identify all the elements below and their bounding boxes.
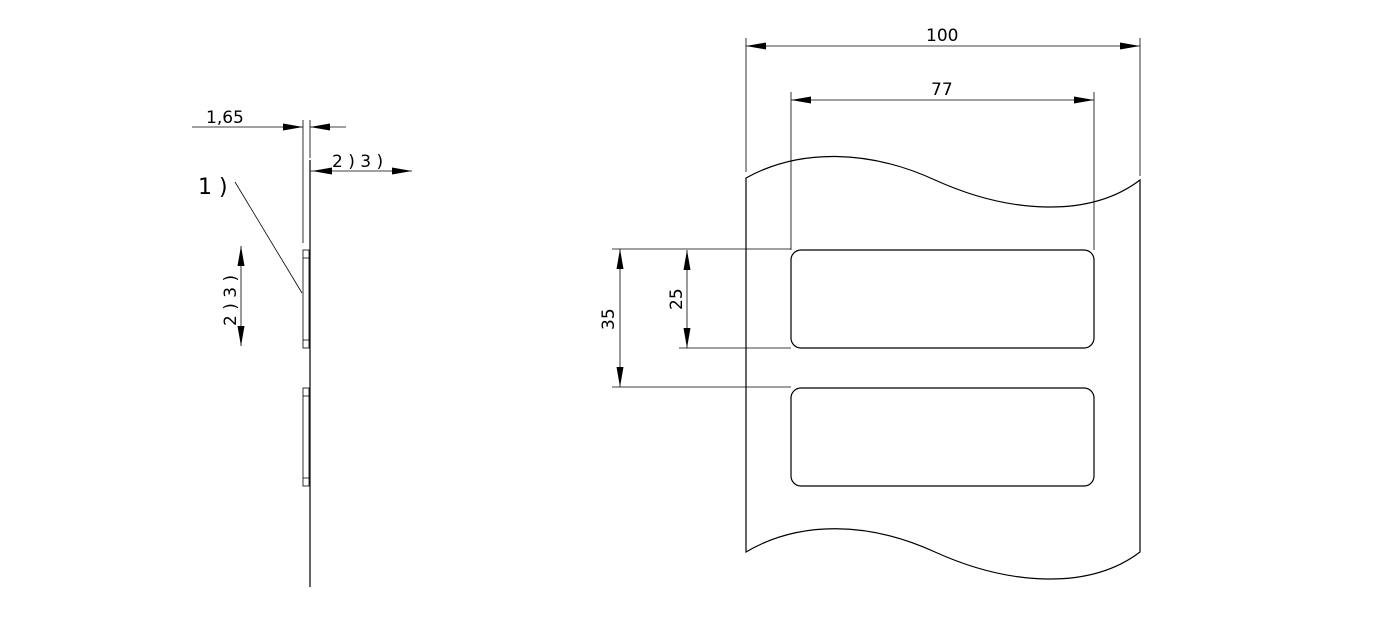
label-profile-upper — [302, 249, 310, 349]
label-lower — [790, 387, 1095, 487]
label-profile-lower — [302, 387, 310, 487]
front-view: 100 77 35 25 — [599, 26, 1141, 580]
thickness-label: 1,65 — [206, 108, 244, 128]
liner-outline — [745, 155, 1141, 580]
height-label: 2 ) 3 ) — [221, 275, 241, 326]
label-upper — [790, 249, 1095, 349]
offset-label: 2 ) 3 ) — [332, 152, 383, 172]
thickness-dimension: 1,65 — [192, 108, 346, 243]
label-height-label: 25 — [667, 288, 687, 310]
label-width-label: 77 — [931, 80, 953, 100]
label-height-dimension: 25 — [667, 250, 791, 349]
offset-dimension: 2 ) 3 ) — [310, 152, 412, 175]
callout-label: 1 ) — [198, 175, 228, 200]
height-dimension: 2 ) 3 ) — [221, 246, 245, 346]
label-width-dimension: 77 — [790, 80, 1095, 250]
overall-width-dimension: 100 — [745, 26, 1141, 176]
pitch-label: 35 — [599, 308, 619, 330]
callout-leader — [234, 181, 303, 294]
side-view: 1,65 2 ) 3 ) 1 ) 2 ) 3 ) — [192, 108, 412, 587]
pitch-dimension: 35 — [599, 248, 791, 388]
callout: 1 ) — [198, 175, 303, 294]
overall-width-label: 100 — [926, 26, 958, 46]
